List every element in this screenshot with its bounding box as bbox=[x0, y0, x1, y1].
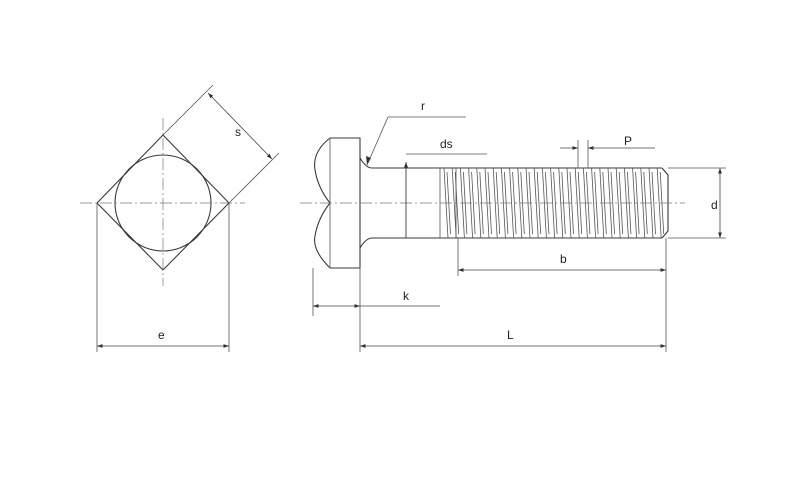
shank-bottom-edge bbox=[359, 237, 440, 249]
thread-line bbox=[591, 167, 596, 239]
square-head-end-view: s e bbox=[80, 84, 280, 352]
thread-line bbox=[451, 167, 457, 239]
thread-line bbox=[574, 167, 580, 239]
thread-root-line bbox=[651, 171, 656, 235]
thread-root-line bbox=[610, 171, 615, 235]
s-dimension-line bbox=[207, 92, 273, 160]
label-r: r bbox=[421, 99, 425, 113]
thread-root-line bbox=[471, 171, 476, 235]
thread-root-line bbox=[635, 171, 640, 235]
thread-root-line bbox=[577, 171, 583, 235]
thread-line bbox=[517, 167, 523, 239]
r-leader-arrow bbox=[366, 156, 371, 165]
shank-top-edge bbox=[359, 157, 440, 169]
label-b: b bbox=[560, 252, 567, 266]
thread-line bbox=[615, 167, 621, 239]
thread-line bbox=[632, 167, 637, 239]
label-s: s bbox=[235, 125, 241, 139]
thread-line bbox=[550, 167, 555, 239]
thread-line bbox=[476, 167, 482, 239]
bolt-side-view: r ds P d b k L bbox=[300, 99, 726, 352]
thread-root-line bbox=[495, 171, 501, 235]
label-d: d bbox=[711, 198, 718, 212]
s-extension-1 bbox=[162, 84, 214, 136]
s-extension-2 bbox=[228, 152, 280, 204]
bolt-head bbox=[314, 137, 361, 269]
thread-root-line bbox=[536, 171, 542, 235]
thread-line bbox=[656, 167, 662, 239]
thread-root-line bbox=[512, 171, 517, 235]
label-ds: ds bbox=[440, 137, 453, 151]
label-k: k bbox=[403, 289, 410, 303]
label-p: P bbox=[624, 134, 632, 148]
label-l: L bbox=[507, 328, 514, 342]
r-leader-line bbox=[366, 116, 389, 166]
label-e: e bbox=[158, 328, 165, 342]
